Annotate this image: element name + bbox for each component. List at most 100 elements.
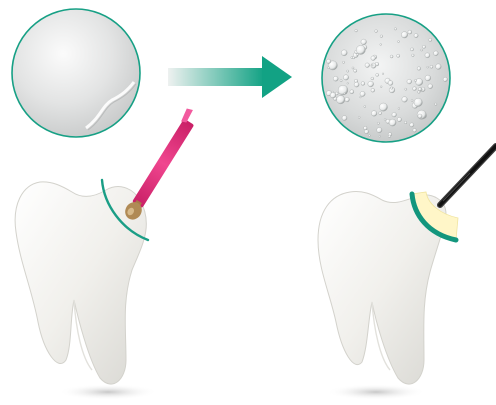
droplet [391,87,393,89]
droplet [380,35,383,38]
droplet [368,81,374,87]
droplet [350,90,354,94]
droplet [411,99,413,101]
droplet [344,93,346,95]
droplet [345,97,350,102]
droplet [351,57,353,59]
droplet [347,83,349,85]
droplet [364,126,368,130]
droplet [360,91,365,96]
droplet [371,56,376,61]
droplet [425,53,430,58]
droplet [418,88,421,91]
droplet [364,106,366,108]
droplet [410,48,413,51]
droplet [327,59,331,63]
droplet [398,41,400,43]
droplet [436,64,442,70]
droplet [413,129,417,133]
droplet [361,39,367,45]
droplet [405,88,407,90]
magnifier-droplets-icon [322,14,450,142]
droplet [371,77,374,80]
droplet [328,67,330,69]
droplet [384,118,386,120]
droplet [429,38,432,41]
droplet [338,85,348,95]
droplet [379,112,382,115]
droplet [389,119,396,126]
applicator-brush-icon [121,107,202,223]
droplet [443,77,447,81]
droplet [371,111,377,117]
droplet [365,63,370,68]
droplet [421,49,423,51]
droplet [380,44,382,46]
droplet [388,135,391,138]
droplet [407,79,412,84]
droplet [333,76,338,81]
droplet [414,34,418,38]
arrow-right-icon [168,56,292,98]
droplet [364,130,368,134]
droplet [377,122,379,124]
droplet [388,81,393,86]
droplet [416,78,423,85]
droplet [398,108,400,110]
droplet [354,69,357,72]
droplet [340,80,342,82]
droplet [430,65,433,68]
droplet [358,116,360,118]
droplet [418,114,422,118]
droplet [382,73,384,75]
droplet [379,136,381,138]
droplet [380,86,382,88]
droplet [408,30,412,34]
droplet [371,88,375,92]
droplet [435,103,437,105]
droplet [414,98,422,106]
droplet [417,67,421,71]
droplet [422,45,425,48]
droplet [330,93,336,99]
droplet [392,112,397,117]
droplet [397,117,401,121]
droplet [361,82,365,86]
droplet [343,61,345,63]
droplet [375,30,378,33]
droplet [343,75,348,80]
droplet [428,84,433,89]
droplet [352,67,354,69]
tooth-shadow [58,384,158,400]
droplet [379,103,387,111]
instrument-tip-icon [440,146,496,205]
droplet [360,96,362,98]
tooth-after [318,191,458,400]
droplet [376,73,379,76]
droplet [341,50,347,56]
droplet [427,66,429,68]
droplet [415,79,417,81]
droplet [390,55,393,58]
droplet [425,75,431,81]
droplet [394,28,396,30]
droplet [342,116,347,121]
droplet [434,51,439,56]
droplet [404,121,407,124]
droplet [413,87,417,91]
droplet [401,32,407,38]
droplet [347,70,349,72]
droplet [356,45,365,54]
droplet [369,135,371,137]
droplet [377,127,382,132]
droplet [412,54,415,57]
droplet [397,54,400,57]
magnifier-smooth-surface-icon [12,9,140,137]
droplet [410,123,414,127]
droplet [371,64,373,66]
droplet [402,97,408,103]
droplet [355,29,358,32]
droplet [354,82,359,87]
